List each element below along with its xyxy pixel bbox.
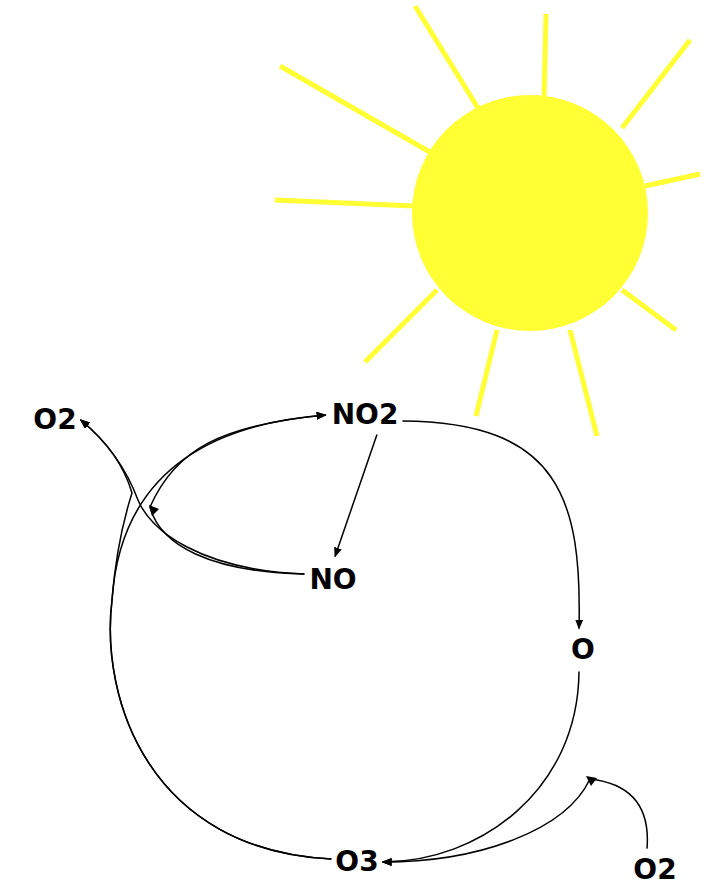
reaction-arrow xyxy=(150,415,326,574)
species-text: O2 xyxy=(633,855,676,886)
reaction-arrow xyxy=(81,420,305,574)
species-text: O3 xyxy=(335,847,378,878)
reaction-arrow xyxy=(335,434,377,556)
reaction-arrow xyxy=(402,421,579,629)
reaction-arrow xyxy=(81,420,332,859)
ozone-label: O3 xyxy=(331,845,382,880)
species-text: NO2 xyxy=(332,400,399,431)
reactant-label: O2 xyxy=(629,853,680,888)
species-text: O xyxy=(571,635,595,666)
reaction-arrow xyxy=(383,671,579,862)
reaction-arrow xyxy=(110,415,331,859)
atom-label: O xyxy=(567,633,599,668)
species-text: NO xyxy=(309,565,356,596)
reactant-label: NO2 xyxy=(328,398,403,433)
product-label: NO xyxy=(305,563,360,598)
product-label: O2 xyxy=(29,403,80,438)
species-text: O2 xyxy=(33,405,76,436)
reaction-arrow xyxy=(383,779,648,862)
